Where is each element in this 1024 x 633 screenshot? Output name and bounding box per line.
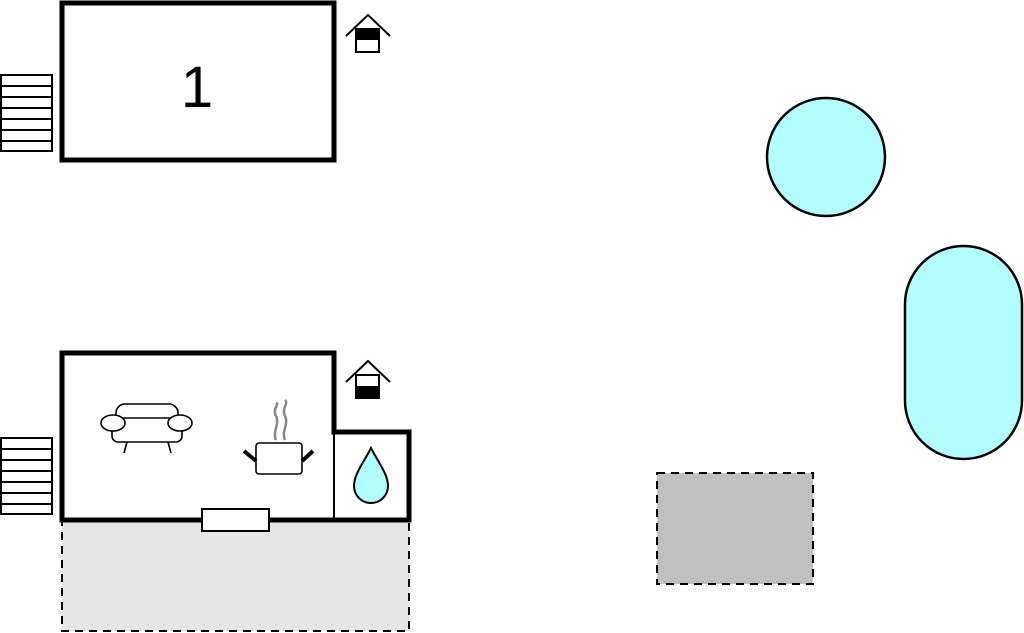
stairs-icon: [0, 74, 53, 152]
parking-area: [656, 472, 814, 585]
round-pool: [765, 96, 887, 218]
lower-building-walls: [59, 350, 412, 523]
room-1-label: 1: [181, 55, 213, 120]
water-drop-icon: [352, 445, 390, 504]
terrace: [61, 519, 410, 632]
door-opening: [201, 508, 270, 532]
room-1: [59, 0, 337, 163]
stairs-icon: [0, 437, 53, 515]
house-entrance-icon: [345, 13, 391, 53]
house-entrance-icon: [345, 359, 391, 399]
cooking-pot-icon: [242, 399, 315, 475]
oval-pool: [903, 244, 1024, 461]
sofa-icon: [100, 403, 193, 454]
